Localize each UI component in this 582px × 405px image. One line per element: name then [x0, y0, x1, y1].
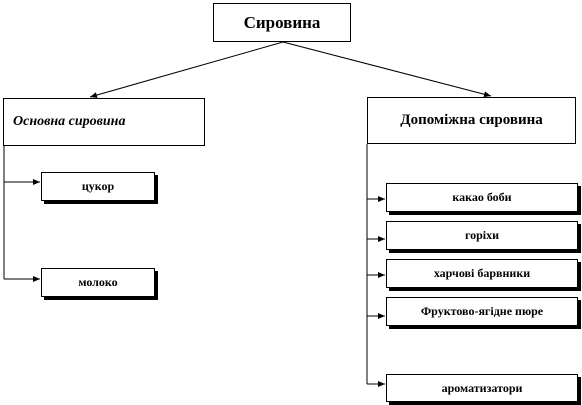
main-raw-materials-box: Основна сировина — [3, 98, 205, 146]
item-label: Фруктово-ягідне пюре — [420, 304, 544, 318]
root-box: Сировина — [213, 3, 351, 42]
item-box-food-dyes: харчові барвники — [386, 259, 578, 288]
arrow-root-to-main — [89, 41, 284, 98]
aux-group-label: Допоміжна сировина — [400, 112, 543, 128]
item-label: ароматизатори — [441, 380, 523, 395]
item-label: цукор — [81, 179, 115, 193]
item-box-flavorings: ароматизатори — [386, 374, 578, 402]
item-label: какао боби — [452, 190, 512, 204]
root-label: Сировина — [243, 12, 321, 32]
item-label: молоко — [78, 275, 118, 289]
item-box-sugar: цукор — [41, 172, 155, 201]
arrow-root-to-aux — [282, 41, 492, 98]
item-box-cocoa-beans: какао боби — [386, 183, 578, 212]
item-label: горіхи — [464, 228, 500, 242]
item-box-fruit-puree: Фруктово-ягідне пюре — [386, 297, 578, 326]
item-label: харчові барвники — [433, 266, 531, 280]
auxiliary-raw-materials-box: Допоміжна сировина — [367, 97, 576, 144]
main-group-label: Основна сировина — [13, 114, 126, 129]
item-box-milk: молоко — [41, 268, 155, 297]
item-box-nuts: горіхи — [386, 221, 578, 250]
